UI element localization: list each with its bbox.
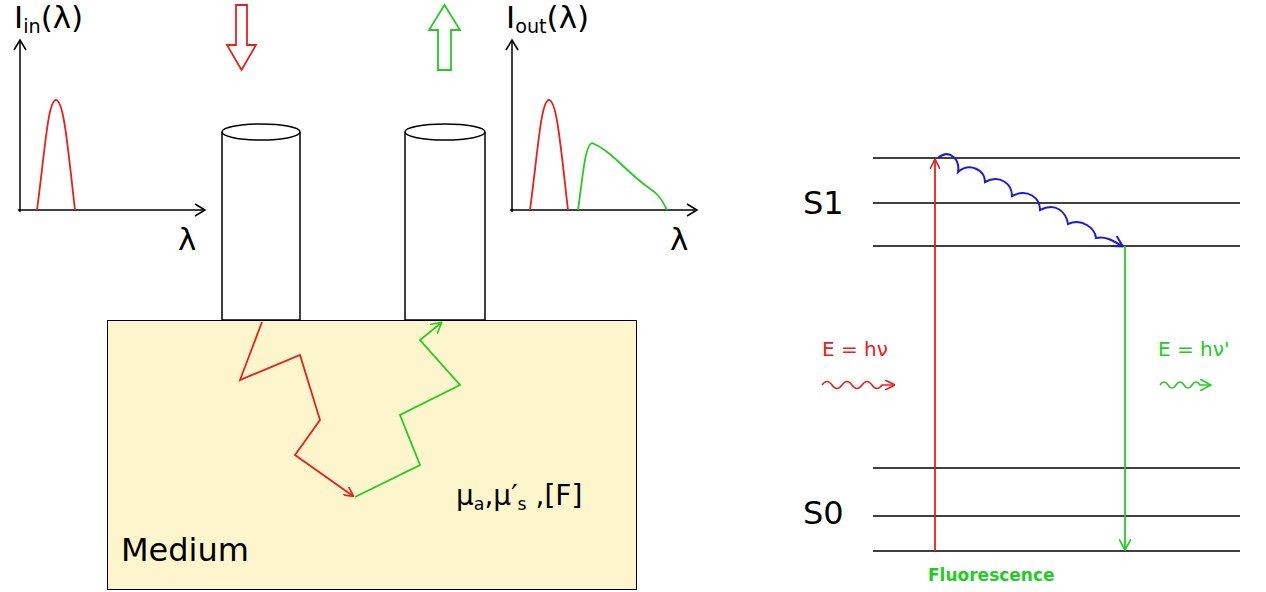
input-spectrum-axis: Iin(λ) <box>14 0 83 38</box>
photon-energy: E = hν <box>822 338 888 360</box>
photon-energy: E = hν' <box>1158 338 1229 360</box>
wavelength-axis: λ <box>178 222 196 256</box>
excited-state: S1 <box>803 186 844 221</box>
optical-properties: μa,μ′s ,[F] <box>456 481 582 514</box>
output-spectrum-axis: Iout(λ) <box>506 0 589 38</box>
wavelength-axis: λ <box>670 222 688 256</box>
ground-state: S0 <box>803 496 844 531</box>
process-name: Fluorescence <box>928 566 1055 585</box>
medium-name: Medium <box>121 533 249 568</box>
medium-block: Medium μa,μ′s ,[F] <box>107 320 637 590</box>
